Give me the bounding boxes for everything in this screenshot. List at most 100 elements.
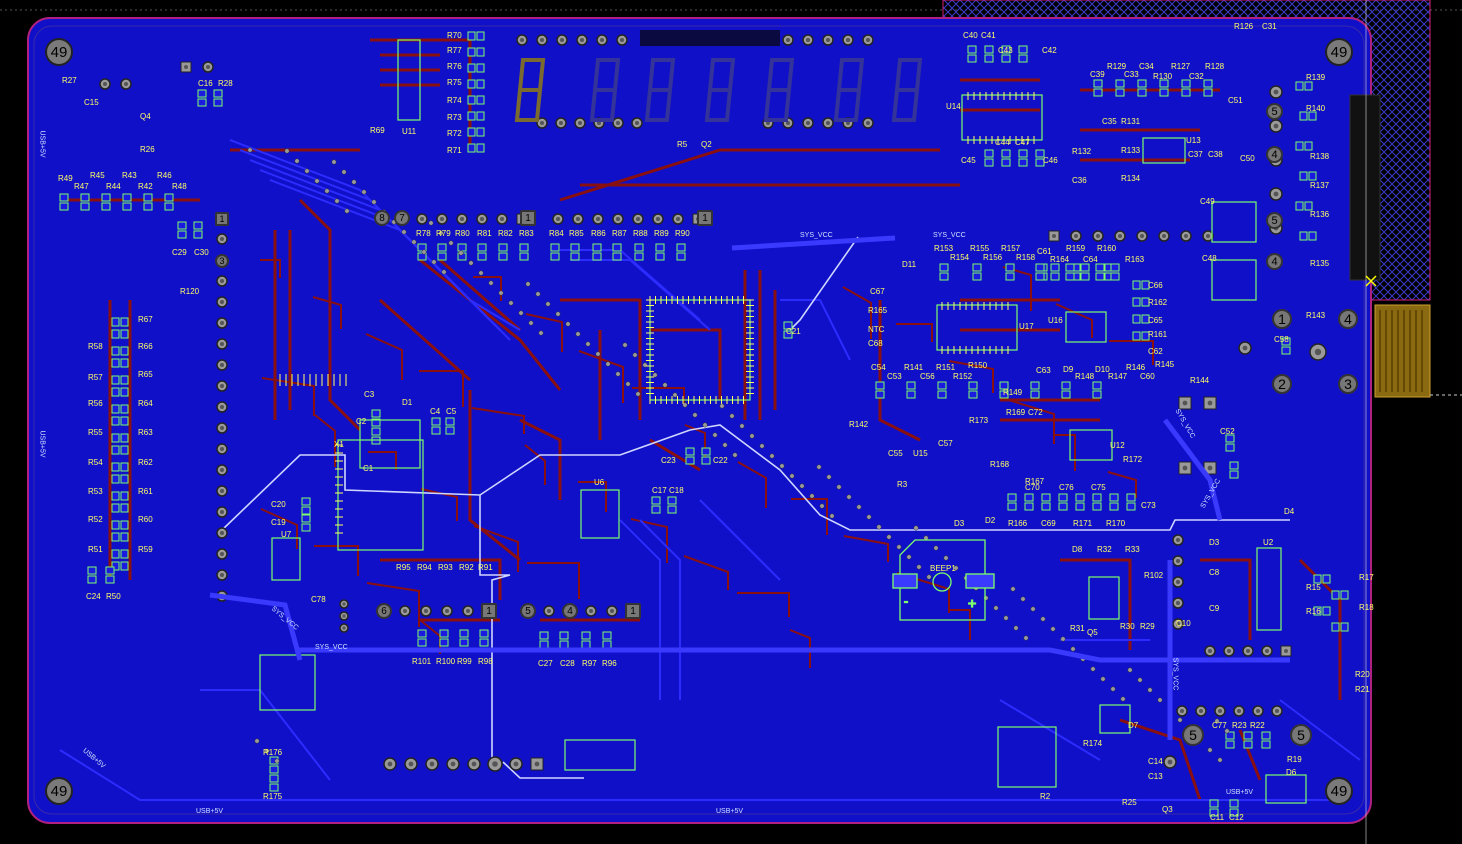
designator-c5: C5 xyxy=(446,407,457,416)
designator-r160: R160 xyxy=(1097,244,1117,253)
designator-r75: R75 xyxy=(447,78,462,87)
pin-number-4a: 4 xyxy=(562,603,578,619)
designator-c34: C34 xyxy=(1139,62,1154,71)
designator-r94: R94 xyxy=(417,563,432,572)
designator-r58: R58 xyxy=(88,342,103,351)
net-label-sys-vcc: SYS_VCC xyxy=(933,232,966,239)
designator-c47: C47 xyxy=(1015,138,1030,147)
designator-d10: D10 xyxy=(1095,365,1110,374)
designator-r83: R83 xyxy=(519,229,534,238)
pin-number-3: 3 xyxy=(1338,374,1358,394)
designator-c55: C55 xyxy=(888,449,903,458)
designator-u16: U16 xyxy=(1048,316,1063,325)
designator-c60: C60 xyxy=(1140,372,1155,381)
designator-r17: R17 xyxy=(1359,573,1374,582)
designator-r54: R54 xyxy=(88,458,103,467)
designator-u15: U15 xyxy=(913,449,928,458)
designator-r53: R53 xyxy=(88,487,103,496)
designator-r93: R93 xyxy=(438,563,453,572)
designator-u2: U2 xyxy=(1263,538,1274,547)
net-label-sys-vcc: SYS_VCC xyxy=(800,232,833,239)
designator-r170: R170 xyxy=(1106,519,1126,528)
designator-r85: R85 xyxy=(569,229,584,238)
designator-r96: R96 xyxy=(602,659,617,668)
designator-c4: C4 xyxy=(430,407,441,416)
designator-c12: C12 xyxy=(1229,813,1244,822)
designator-r69: R69 xyxy=(370,126,385,135)
designator-r162: R162 xyxy=(1148,298,1168,307)
designator-c22: C22 xyxy=(713,456,728,465)
designator-c42: C42 xyxy=(1042,46,1057,55)
designator-r148: R148 xyxy=(1075,372,1095,381)
pin-number-1c: 1 xyxy=(481,603,497,619)
pin-number-6: 6 xyxy=(376,603,392,619)
designator-r31: R31 xyxy=(1070,624,1085,633)
designator-c65: C65 xyxy=(1148,316,1163,325)
designator-r137: R137 xyxy=(1310,181,1330,190)
mounting-hole-top-right: 49 xyxy=(1325,38,1353,66)
pin-number-3b: 3 xyxy=(215,254,229,268)
mounting-hole-bottom-left: 49 xyxy=(45,777,73,805)
designator-c46: C46 xyxy=(1043,156,1058,165)
designator-r49: R49 xyxy=(58,174,73,183)
designator-r18: R18 xyxy=(1359,603,1374,612)
pin-number-1f: 1 xyxy=(215,212,229,226)
designator-beep1: BEEP1 xyxy=(930,564,956,573)
designator-r143: R143 xyxy=(1306,311,1326,320)
designator-r136: R136 xyxy=(1310,210,1330,219)
designator-c17: C17 xyxy=(652,486,667,495)
designator-r52: R52 xyxy=(88,515,103,524)
designator-c9: C9 xyxy=(1209,604,1220,613)
designator-r91: R91 xyxy=(478,563,493,572)
designator-c61: C61 xyxy=(1037,247,1052,256)
designator-u6: U6 xyxy=(594,478,605,487)
designator-d9: D9 xyxy=(1063,365,1074,374)
designator-c51: C51 xyxy=(1228,96,1243,105)
designator-c68: C68 xyxy=(868,339,883,348)
designator-r144: R144 xyxy=(1190,376,1210,385)
svg-text:-: - xyxy=(904,594,908,608)
designator-r44: R44 xyxy=(106,182,121,191)
designator-c16: C16 xyxy=(198,79,213,88)
designator-r27: R27 xyxy=(62,76,77,85)
white-traces xyxy=(221,236,1290,779)
designator-d2: D2 xyxy=(985,516,996,525)
designator-c78: C78 xyxy=(311,595,326,604)
designator-c11: C11 xyxy=(1210,813,1225,822)
designator-r82: R82 xyxy=(498,229,513,238)
designator-r48: R48 xyxy=(172,182,187,191)
designator-r155: R155 xyxy=(970,244,990,253)
designator-c40: C40 xyxy=(963,31,978,40)
designator-c10: C10 xyxy=(1176,619,1191,628)
designator-c8: C8 xyxy=(1209,568,1220,577)
designator-c53: C53 xyxy=(887,372,902,381)
designator-r3: R3 xyxy=(897,480,908,489)
designator-r88: R88 xyxy=(633,229,648,238)
designator-q2: Q2 xyxy=(701,140,712,149)
designator-r46: R46 xyxy=(157,171,172,180)
mounting-hole-bottom-right: 49 xyxy=(1325,777,1353,805)
designator-r23: R23 xyxy=(1232,721,1247,730)
designator-r92: R92 xyxy=(459,563,474,572)
designator-c37: C37 xyxy=(1188,150,1203,159)
net-label-sys-vcc: SYS_VCC xyxy=(1171,657,1179,691)
designator-r15: R15 xyxy=(1306,583,1321,592)
designator-d3: D3 xyxy=(954,519,965,528)
pin-number-2: 2 xyxy=(1272,374,1292,394)
designator-c29: C29 xyxy=(172,248,187,257)
designator-r132: R132 xyxy=(1072,147,1092,156)
designator-r28: R28 xyxy=(218,79,233,88)
designator-r63: R63 xyxy=(138,428,153,437)
pin-number-5e: 5 xyxy=(1290,724,1312,746)
designator-r156: R156 xyxy=(983,253,1003,262)
pads-layer xyxy=(59,31,1349,817)
designator-c56: C56 xyxy=(920,372,935,381)
designator-r45: R45 xyxy=(90,171,105,180)
designator-r84: R84 xyxy=(549,229,564,238)
designator-r128: R128 xyxy=(1205,62,1225,71)
designator-r171: R171 xyxy=(1073,519,1093,528)
pin-number-4d: 4 xyxy=(1338,309,1358,329)
net-label-usb5v: USB+5V xyxy=(716,808,744,815)
